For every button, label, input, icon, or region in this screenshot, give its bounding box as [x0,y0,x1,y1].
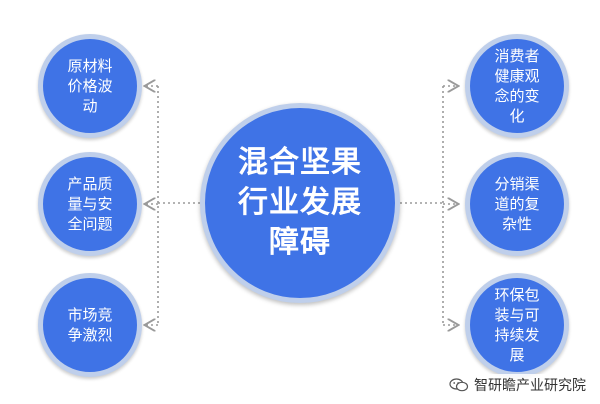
node-consumer-health: 消费者 健康观 念的变 化 [465,34,569,138]
wechat-icon [449,378,469,392]
node-label: 分销渠 道的复 杂性 [494,175,540,233]
node-raw-material-price: 原材料 价格波 动 [38,34,142,138]
node-eco-packaging: 环保包 装与可 持续发 展 [465,273,569,377]
node-label: 原材料 价格波 动 [67,57,113,115]
watermark-text: 智研瞻产业研究院 [474,378,586,394]
node-market-competition: 市场竞 争激烈 [38,273,142,377]
node-distribution-channels: 分销渠 道的复 杂性 [465,152,569,256]
node-label: 环保包 装与可 持续发 展 [494,286,540,364]
node-product-quality: 产品质 量与安 全问题 [38,152,142,256]
node-label: 消费者 健康观 念的变 化 [494,47,540,125]
node-label: 市场竞 争激烈 [67,306,113,344]
watermark: 智研瞻产业研究院 [445,374,590,396]
left-connector [146,86,200,325]
right-connector [400,86,457,325]
center-title: 混合坚果 行业发展 障碍 [238,145,362,260]
node-label: 产品质 量与安 全问题 [67,175,113,233]
center-circle: 混合坚果 行业发展 障碍 [200,103,400,303]
